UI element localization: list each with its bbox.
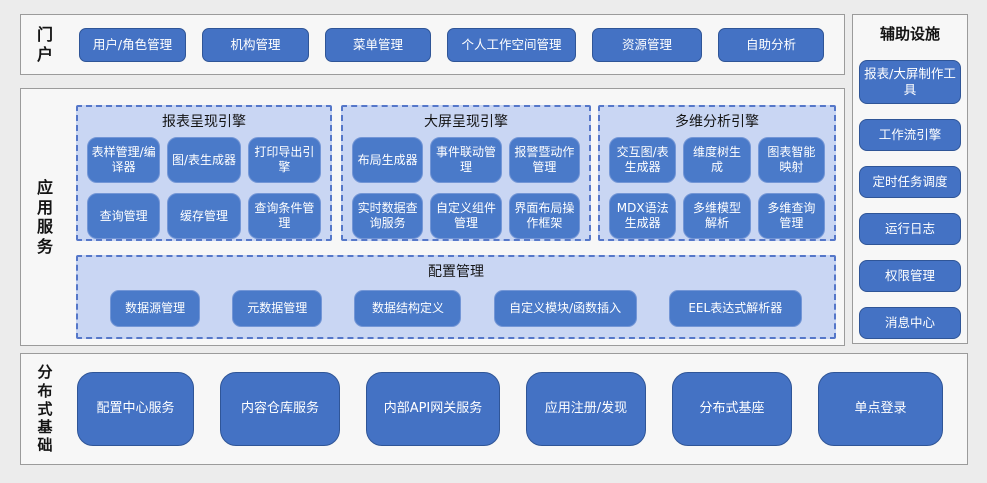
olap-engine-title: 多维分析引擎 xyxy=(675,114,759,130)
foundation-section: 分布式基础 配置中心服务 内容仓库服务 内部API网关服务 应用注册/发现 分布… xyxy=(20,353,968,465)
config-button-row: 数据源管理 元数据管理 数据结构定义 自定义模块/函数插入 EEL表达式解析器 xyxy=(78,290,834,327)
btn-template-management-compiler[interactable]: 表样管理/编译器 xyxy=(87,137,161,183)
portal-section: 门户 用户/角色管理 机构管理 菜单管理 个人工作空间管理 资源管理 自助分析 xyxy=(20,14,845,75)
btn-config-center-service[interactable]: 配置中心服务 xyxy=(77,372,194,446)
app-services-section: 应用服务 报表呈现引擎 表样管理/编译器 图/表生成器 打印导出引擎 查询管理 … xyxy=(20,88,845,346)
btn-multidim-model-parsing[interactable]: 多维模型解析 xyxy=(683,193,751,239)
portal-btn-self-service-analysis[interactable]: 自助分析 xyxy=(718,27,824,62)
btn-print-export-engine[interactable]: 打印导出引擎 xyxy=(247,137,321,183)
btn-app-registration-discovery[interactable]: 应用注册/发现 xyxy=(526,372,646,446)
dashboard-engine-grid: 布局生成器 事件联动管理 报警暨动作管理 实时数据查询服务 自定义组件管理 界面… xyxy=(343,131,589,239)
olap-engine-box: 多维分析引擎 交互图/表生成器 维度树生成 图表智能映射 MDX语法生成器 多维… xyxy=(598,105,836,241)
btn-multidim-query-management[interactable]: 多维查询管理 xyxy=(757,193,825,239)
foundation-button-row: 配置中心服务 内容仓库服务 内部API网关服务 应用注册/发现 分布式基座 单点… xyxy=(77,372,943,446)
btn-scheduled-task-dispatch[interactable]: 定时任务调度 xyxy=(859,166,961,198)
btn-report-dashboard-builder[interactable]: 报表/大屏制作工具 xyxy=(859,60,961,104)
btn-chart-smart-mapping[interactable]: 图表智能映射 xyxy=(757,137,825,183)
report-engine-title: 报表呈现引擎 xyxy=(162,114,246,130)
btn-interactive-chart-generator[interactable]: 交互图/表生成器 xyxy=(609,137,677,183)
btn-internal-api-gateway-service[interactable]: 内部API网关服务 xyxy=(366,372,500,446)
btn-query-condition-management[interactable]: 查询条件管理 xyxy=(247,193,321,239)
btn-datasource-management[interactable]: 数据源管理 xyxy=(110,290,201,327)
portal-btn-menu-management[interactable]: 菜单管理 xyxy=(325,27,431,62)
config-management-title: 配置管理 xyxy=(428,264,484,280)
portal-btn-resource-management[interactable]: 资源管理 xyxy=(592,27,702,62)
btn-custom-module-function-insert[interactable]: 自定义模块/函数插入 xyxy=(493,290,637,327)
btn-cache-management[interactable]: 缓存管理 xyxy=(167,193,241,239)
btn-eel-expression-parser[interactable]: EEL表达式解析器 xyxy=(668,290,802,327)
btn-permission-management[interactable]: 权限管理 xyxy=(859,260,961,292)
btn-event-linkage-management[interactable]: 事件联动管理 xyxy=(430,137,502,183)
portal-btn-org-management[interactable]: 机构管理 xyxy=(202,27,309,62)
portal-btn-user-role-management[interactable]: 用户/角色管理 xyxy=(79,27,186,62)
btn-content-repo-service[interactable]: 内容仓库服务 xyxy=(220,372,340,446)
btn-query-management[interactable]: 查询管理 xyxy=(87,193,161,239)
auxiliary-section-title: 辅助设施 xyxy=(879,25,940,43)
btn-data-structure-definition[interactable]: 数据结构定义 xyxy=(354,290,462,327)
dashboard-engine-box: 大屏呈现引擎 布局生成器 事件联动管理 报警暨动作管理 实时数据查询服务 自定义… xyxy=(341,105,591,241)
portal-button-row: 用户/角色管理 机构管理 菜单管理 个人工作空间管理 资源管理 自助分析 xyxy=(79,27,824,62)
btn-custom-component-management[interactable]: 自定义组件管理 xyxy=(430,193,502,239)
olap-engine-grid: 交互图/表生成器 维度树生成 图表智能映射 MDX语法生成器 多维模型解析 多维… xyxy=(600,131,834,239)
btn-metadata-management[interactable]: 元数据管理 xyxy=(232,290,323,327)
app-services-section-label: 应用服务 xyxy=(36,177,53,256)
btn-workflow-engine[interactable]: 工作流引擎 xyxy=(859,119,961,151)
report-engine-grid: 表样管理/编译器 图/表生成器 打印导出引擎 查询管理 缓存管理 查询条件管理 xyxy=(78,131,330,239)
config-management-box: 配置管理 数据源管理 元数据管理 数据结构定义 自定义模块/函数插入 EEL表达… xyxy=(76,255,836,339)
btn-run-logs[interactable]: 运行日志 xyxy=(859,213,961,245)
btn-realtime-data-query-service[interactable]: 实时数据查询服务 xyxy=(352,193,424,239)
report-engine-box: 报表呈现引擎 表样管理/编译器 图/表生成器 打印导出引擎 查询管理 缓存管理 … xyxy=(76,105,332,241)
dashboard-engine-title: 大屏呈现引擎 xyxy=(424,114,508,130)
btn-single-sign-on[interactable]: 单点登录 xyxy=(818,372,943,446)
btn-chart-table-generator[interactable]: 图/表生成器 xyxy=(167,137,241,183)
portal-section-label: 门户 xyxy=(36,24,53,64)
btn-mdx-syntax-generator[interactable]: MDX语法生成器 xyxy=(609,193,677,239)
auxiliary-section: 辅助设施 报表/大屏制作工具 工作流引擎 定时任务调度 运行日志 权限管理 消息… xyxy=(852,14,968,344)
foundation-section-label: 分布式基础 xyxy=(37,363,53,455)
btn-alarm-action-management[interactable]: 报警暨动作管理 xyxy=(508,137,580,183)
btn-ui-layout-framework[interactable]: 界面布局操作框架 xyxy=(508,193,580,239)
btn-message-center[interactable]: 消息中心 xyxy=(859,307,961,339)
btn-dimension-tree-generation[interactable]: 维度树生成 xyxy=(683,137,751,183)
btn-layout-generator[interactable]: 布局生成器 xyxy=(352,137,424,183)
btn-distributed-base[interactable]: 分布式基座 xyxy=(672,372,792,446)
portal-btn-personal-workspace-management[interactable]: 个人工作空间管理 xyxy=(447,27,576,62)
